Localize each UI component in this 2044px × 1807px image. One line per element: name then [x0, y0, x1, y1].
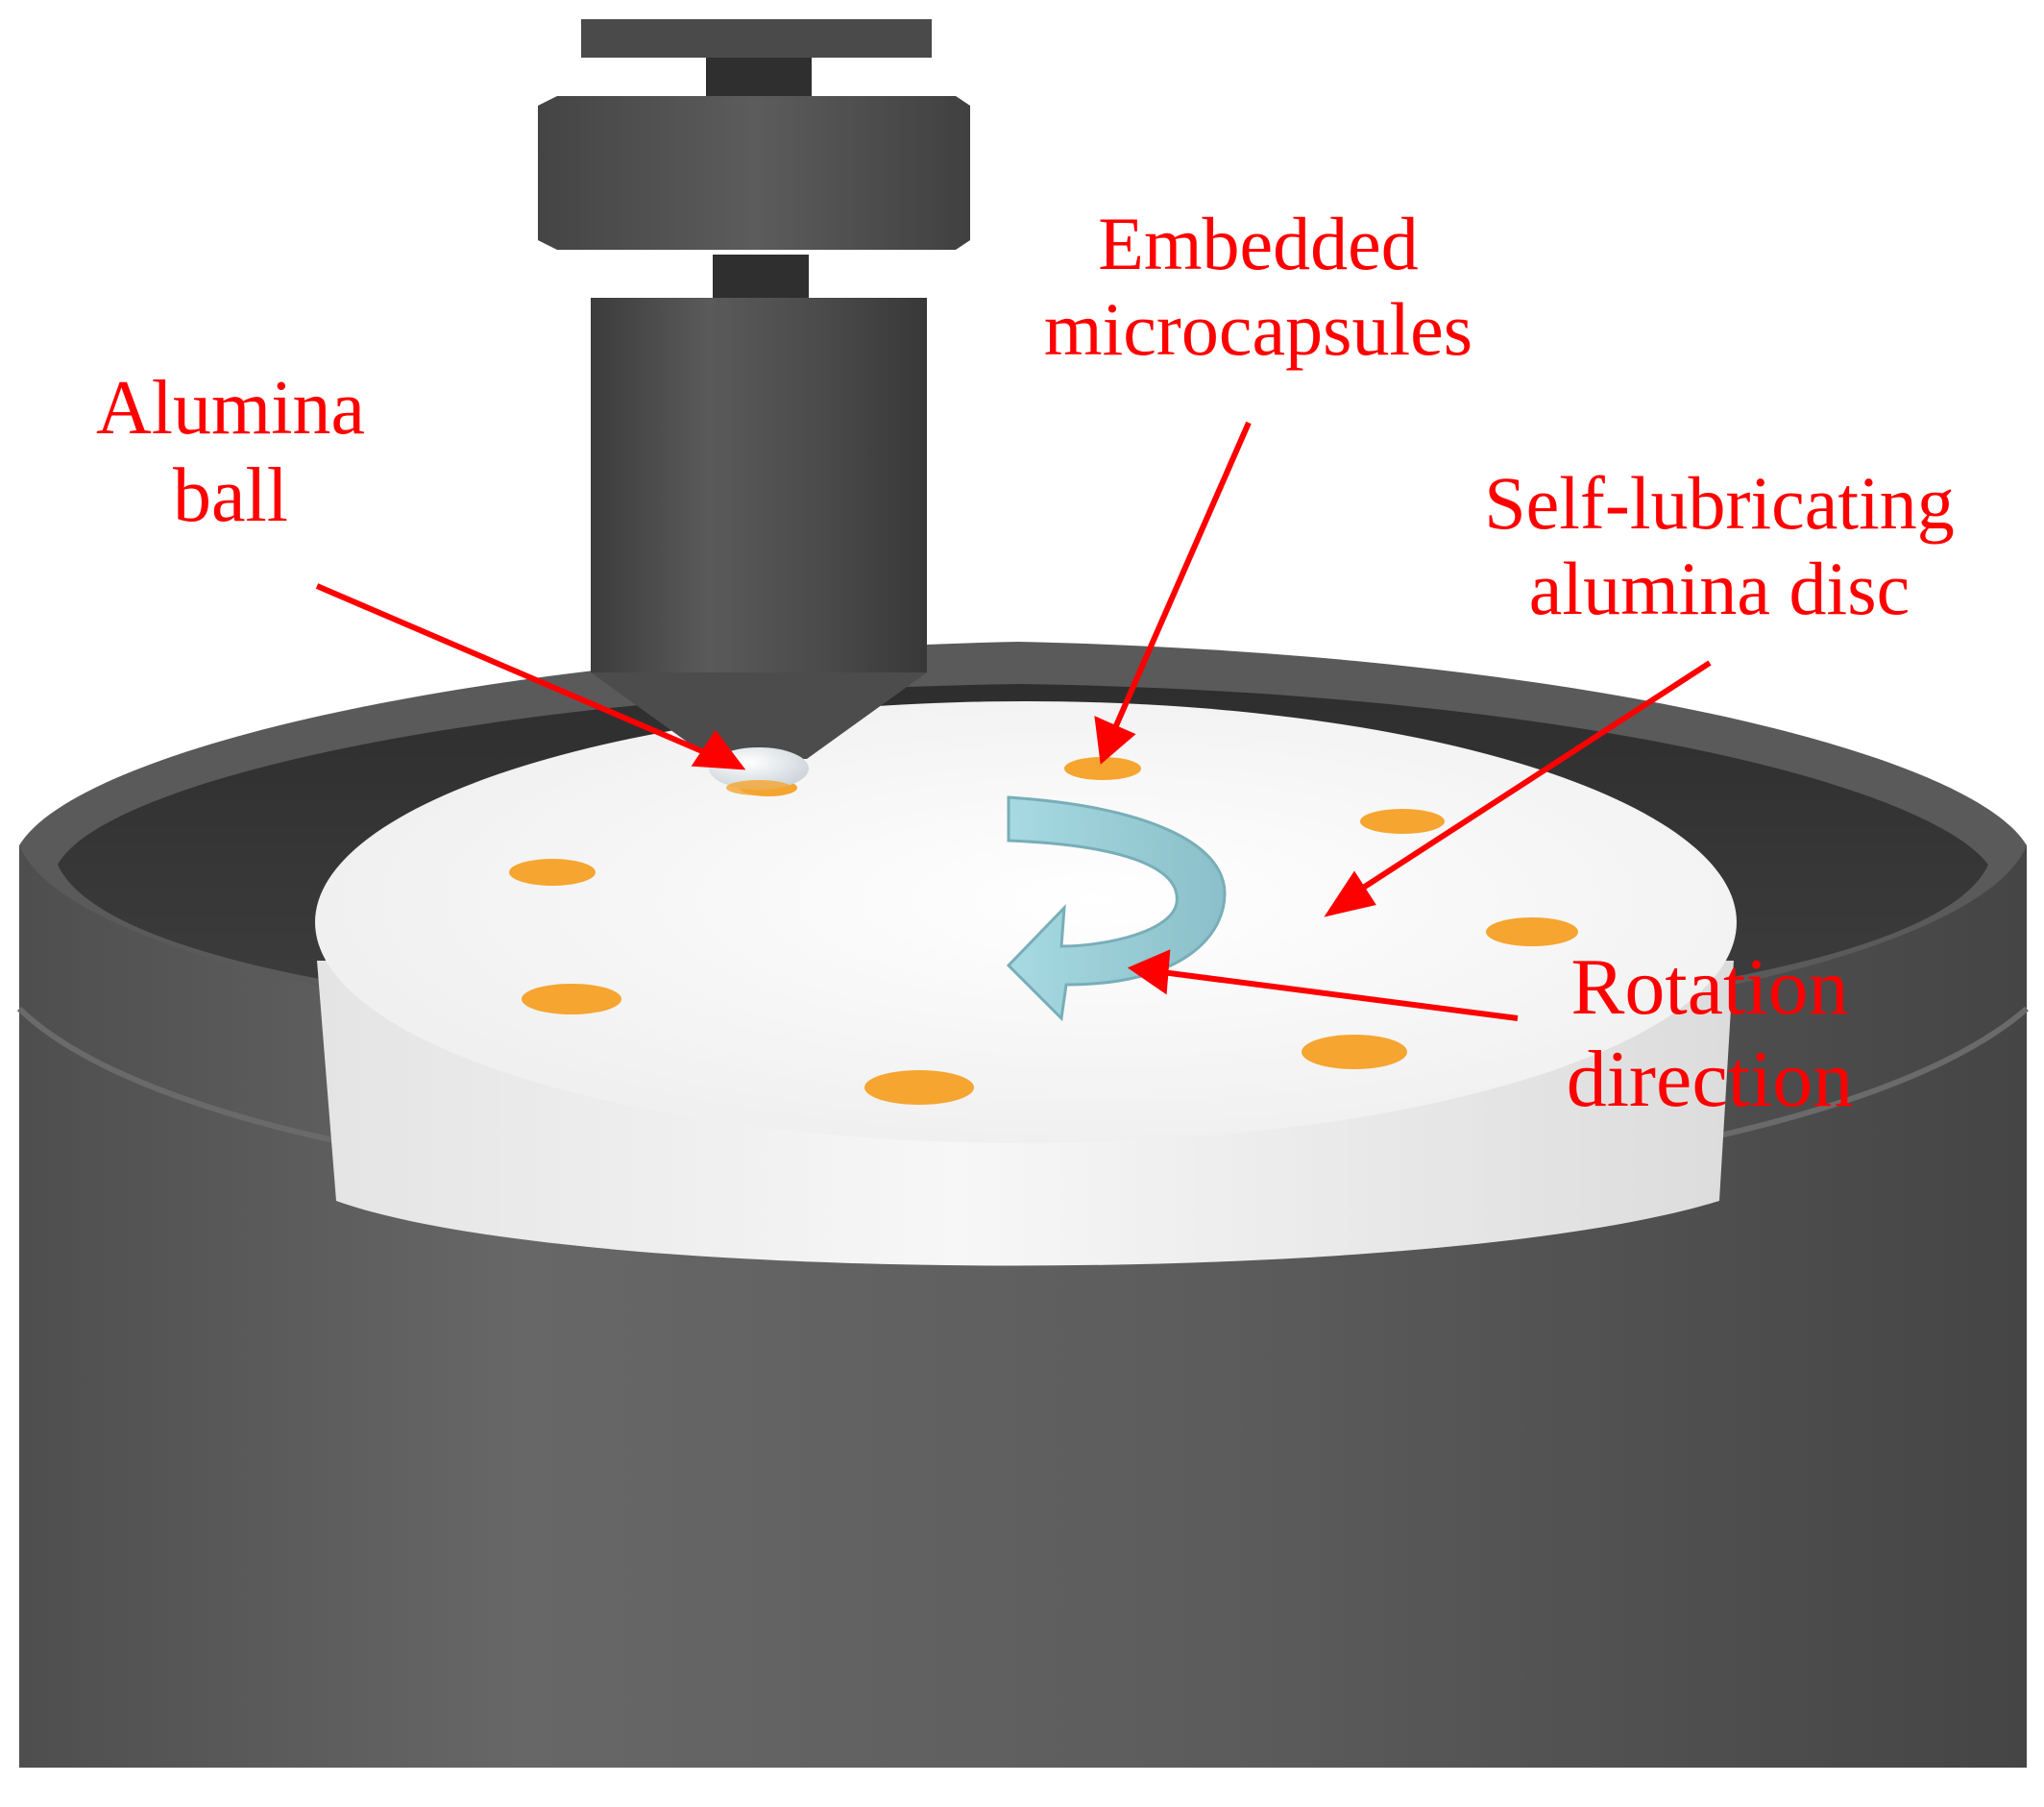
- ball-arrow-line: [315, 583, 718, 760]
- embedded-microcapsules-label: Embedded microcapsules: [999, 202, 1518, 373]
- rotation-arrow-line: [1161, 969, 1519, 1021]
- rotation-direction-label-line2: direction: [1566, 1034, 1854, 1124]
- microcapsule: [1064, 757, 1141, 780]
- nut: [538, 96, 970, 250]
- microcapsule: [522, 984, 621, 1014]
- microcapsule: [1302, 1035, 1407, 1069]
- microcapsule: [509, 859, 596, 886]
- ball-contact-spot: [726, 780, 791, 795]
- pin-cylinder: [591, 298, 927, 672]
- upper-shaft: [581, 19, 932, 58]
- rotation-arrow: [1006, 795, 1227, 1022]
- self-lubricating-disc-label-line1: Self-lubricating: [1484, 461, 1955, 545]
- pin-holder: [538, 19, 970, 795]
- alumina-ball-label-line1: Alumina: [96, 366, 365, 451]
- disc-arrow-line: [1352, 660, 1712, 896]
- microcapsules: [509, 757, 1578, 1105]
- pin-cone: [591, 672, 927, 759]
- microcapsule: [864, 1070, 974, 1105]
- alumina-ball-label: Alumina ball: [67, 365, 394, 540]
- embedded-microcapsules-label-line2: microcapsules: [1043, 286, 1473, 371]
- rotation-direction-label-line1: Rotation: [1570, 942, 1849, 1032]
- microcapsule: [1486, 917, 1578, 946]
- capsule-arrow-head: [1094, 716, 1136, 765]
- rotation-direction-label: Rotation direction: [1518, 941, 1902, 1126]
- capsule-arrow-line: [1111, 421, 1252, 732]
- self-lubricating-disc-label: Self-lubricating alumina disc: [1441, 461, 1998, 632]
- disc-arrow-head: [1324, 870, 1376, 917]
- rotation-arrow-head: [1127, 949, 1171, 995]
- self-lubricating-disc-label-line2: alumina disc: [1528, 546, 1910, 630]
- annotation-arrows: [315, 421, 1712, 1021]
- lower-neck: [713, 255, 809, 303]
- shaft-neck: [706, 58, 812, 96]
- alumina-ball-label-line2: ball: [173, 453, 288, 539]
- embedded-microcapsules-label-line1: Embedded: [1098, 202, 1419, 285]
- ball-arrow-head: [691, 729, 746, 770]
- microcapsule: [1360, 809, 1445, 834]
